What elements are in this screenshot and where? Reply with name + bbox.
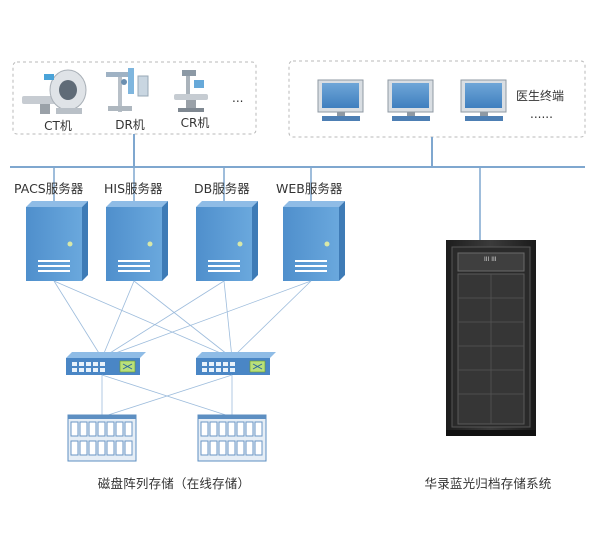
- switch-2-icon: [196, 352, 276, 375]
- server-switch-links: [53, 280, 312, 359]
- server-drop-lines: [53, 167, 312, 207]
- disk-array-1-icon: [67, 414, 137, 462]
- disk-array-label: 磁盘阵列存储（在线存储）: [97, 476, 251, 491]
- terminals-group-box: [288, 60, 586, 138]
- rack-panel-text: III III: [484, 256, 497, 263]
- ct-scanner-icon: [22, 69, 87, 114]
- pacs-server-icon: [26, 201, 88, 281]
- cr-machine-icon: [174, 70, 208, 112]
- web-server-icon: [283, 201, 345, 281]
- db-server-icon: [196, 201, 258, 281]
- switch-1-icon: [66, 352, 146, 375]
- pacs-server-label: PACS服务器: [14, 181, 84, 196]
- his-server-label: HIS服务器: [104, 181, 163, 196]
- terminal-monitor-2: [387, 79, 434, 121]
- optical-archive-label: 华录蓝光归档存储系统: [424, 476, 552, 491]
- ct-label: CT机: [44, 119, 72, 133]
- terminal-monitor-3: [460, 79, 507, 121]
- dr-label: DR机: [115, 118, 145, 132]
- web-server-label: WEB服务器: [276, 181, 343, 196]
- his-server-icon: [106, 201, 168, 281]
- dr-machine-icon: [106, 68, 149, 112]
- switch-storage-links: [101, 374, 233, 418]
- optical-archive-rack-icon: [446, 240, 536, 436]
- disk-array-2-icon: [197, 414, 267, 462]
- terminals-label: 医生终端: [516, 89, 565, 103]
- terminal-monitor-1: [317, 79, 364, 121]
- db-server-label: DB服务器: [194, 181, 250, 196]
- cr-label: CR机: [180, 116, 210, 130]
- modalities-more: ...: [232, 91, 244, 105]
- terminals-more: ......: [530, 107, 553, 121]
